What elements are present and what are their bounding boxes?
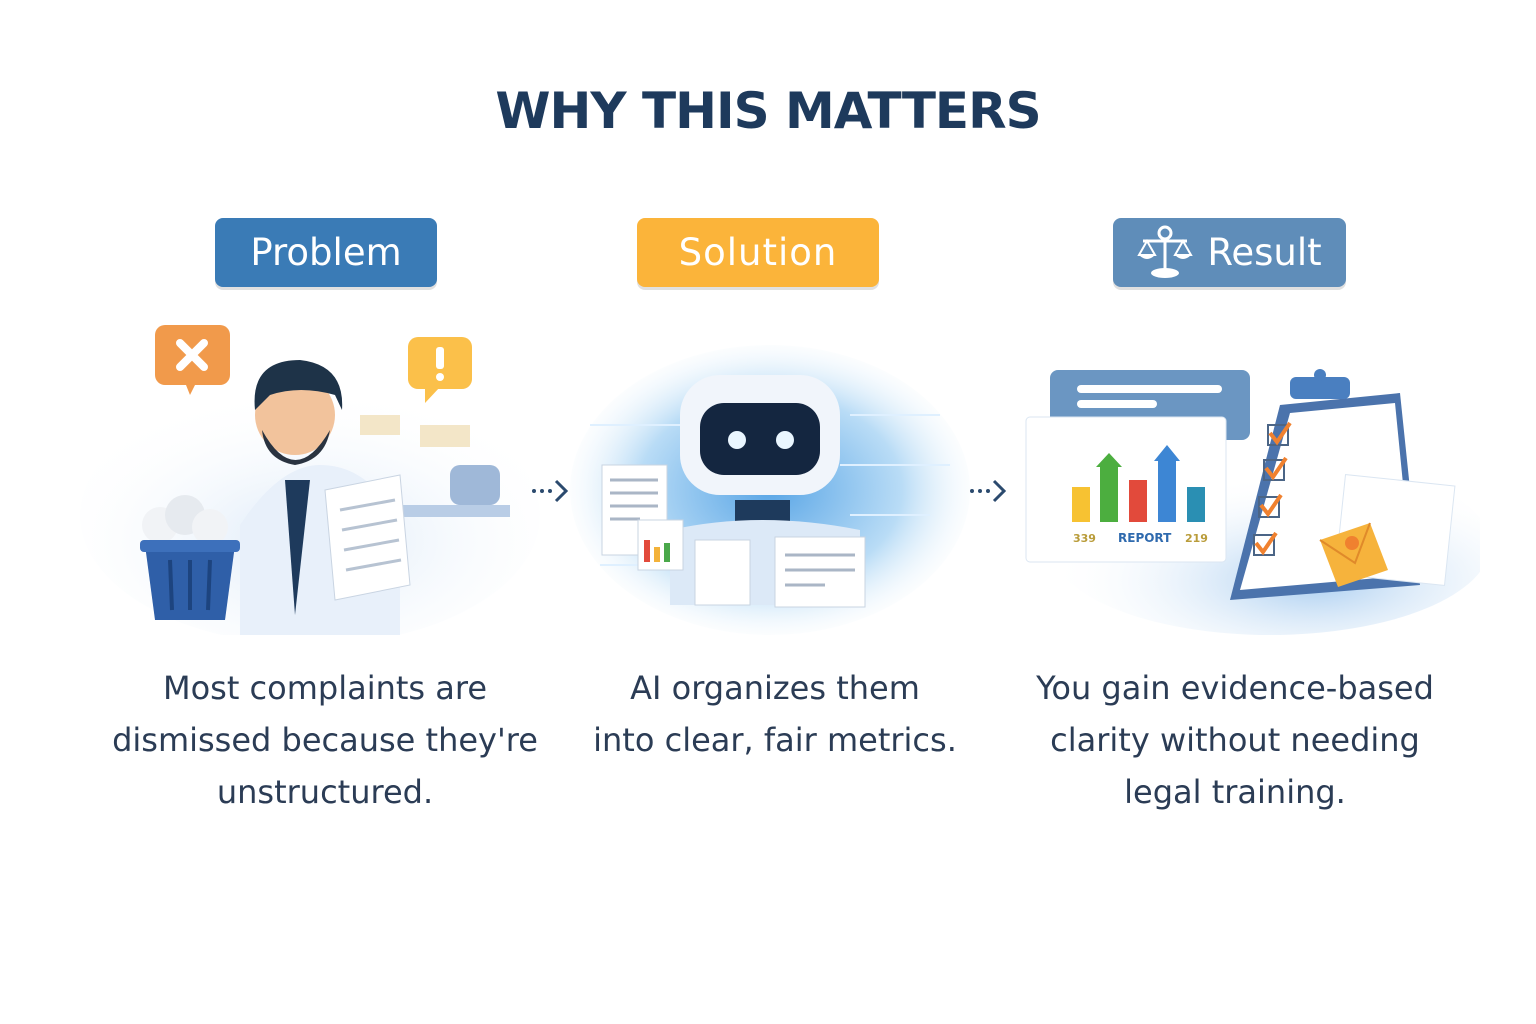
solution-illustration [570, 345, 970, 635]
scales-icon [1137, 225, 1194, 278]
badge-problem: Problem [215, 218, 437, 287]
caption-result: You gain evidence-based clarity without … [1000, 662, 1470, 818]
result-illustration: 339 REPORT 219 [1000, 315, 1480, 635]
badge-label: Solution [678, 231, 838, 274]
badge-result: Result [1113, 218, 1346, 287]
page-title: WHY THIS MATTERS [495, 82, 1041, 140]
mini-bar-chart-icon [637, 519, 684, 571]
caption-line: legal training. [1124, 773, 1346, 811]
checklist-icon [1253, 421, 1292, 556]
caption-line: unstructured. [216, 773, 434, 811]
document-icon [601, 464, 668, 556]
caption-line: You gain evidence-based [1036, 669, 1434, 707]
badge-label: Result [1207, 231, 1322, 274]
dotted-arrow-right-icon [532, 479, 569, 503]
caption-line: Most complaints are [162, 669, 488, 707]
bar-chart-icon [1072, 445, 1205, 522]
report-number: 339 [1073, 532, 1096, 545]
x-speech-bubble-icon [155, 325, 230, 395]
trash-bin-icon [140, 495, 240, 620]
caption-line: dismissed because they're [112, 721, 538, 759]
caption-solution: AI organizes them into clear, fair metri… [560, 662, 990, 766]
dotted-arrow-right-icon [970, 479, 1007, 503]
caption-line: into clear, fair metrics. [593, 721, 957, 759]
report-label: REPORT [1118, 531, 1172, 545]
caption-line: AI organizes them [630, 669, 920, 707]
badge-solution: Solution [637, 218, 879, 287]
problem-illustration [80, 325, 540, 635]
caption-problem: Most complaints are dismissed because th… [90, 662, 560, 818]
envelope-icon [1319, 522, 1388, 587]
caption-line: clarity without needing [1050, 721, 1420, 759]
exclamation-bubble-icon [408, 337, 472, 403]
badge-label: Problem [250, 231, 402, 274]
report-number: 219 [1185, 532, 1208, 545]
paper-document-icon [324, 474, 411, 601]
